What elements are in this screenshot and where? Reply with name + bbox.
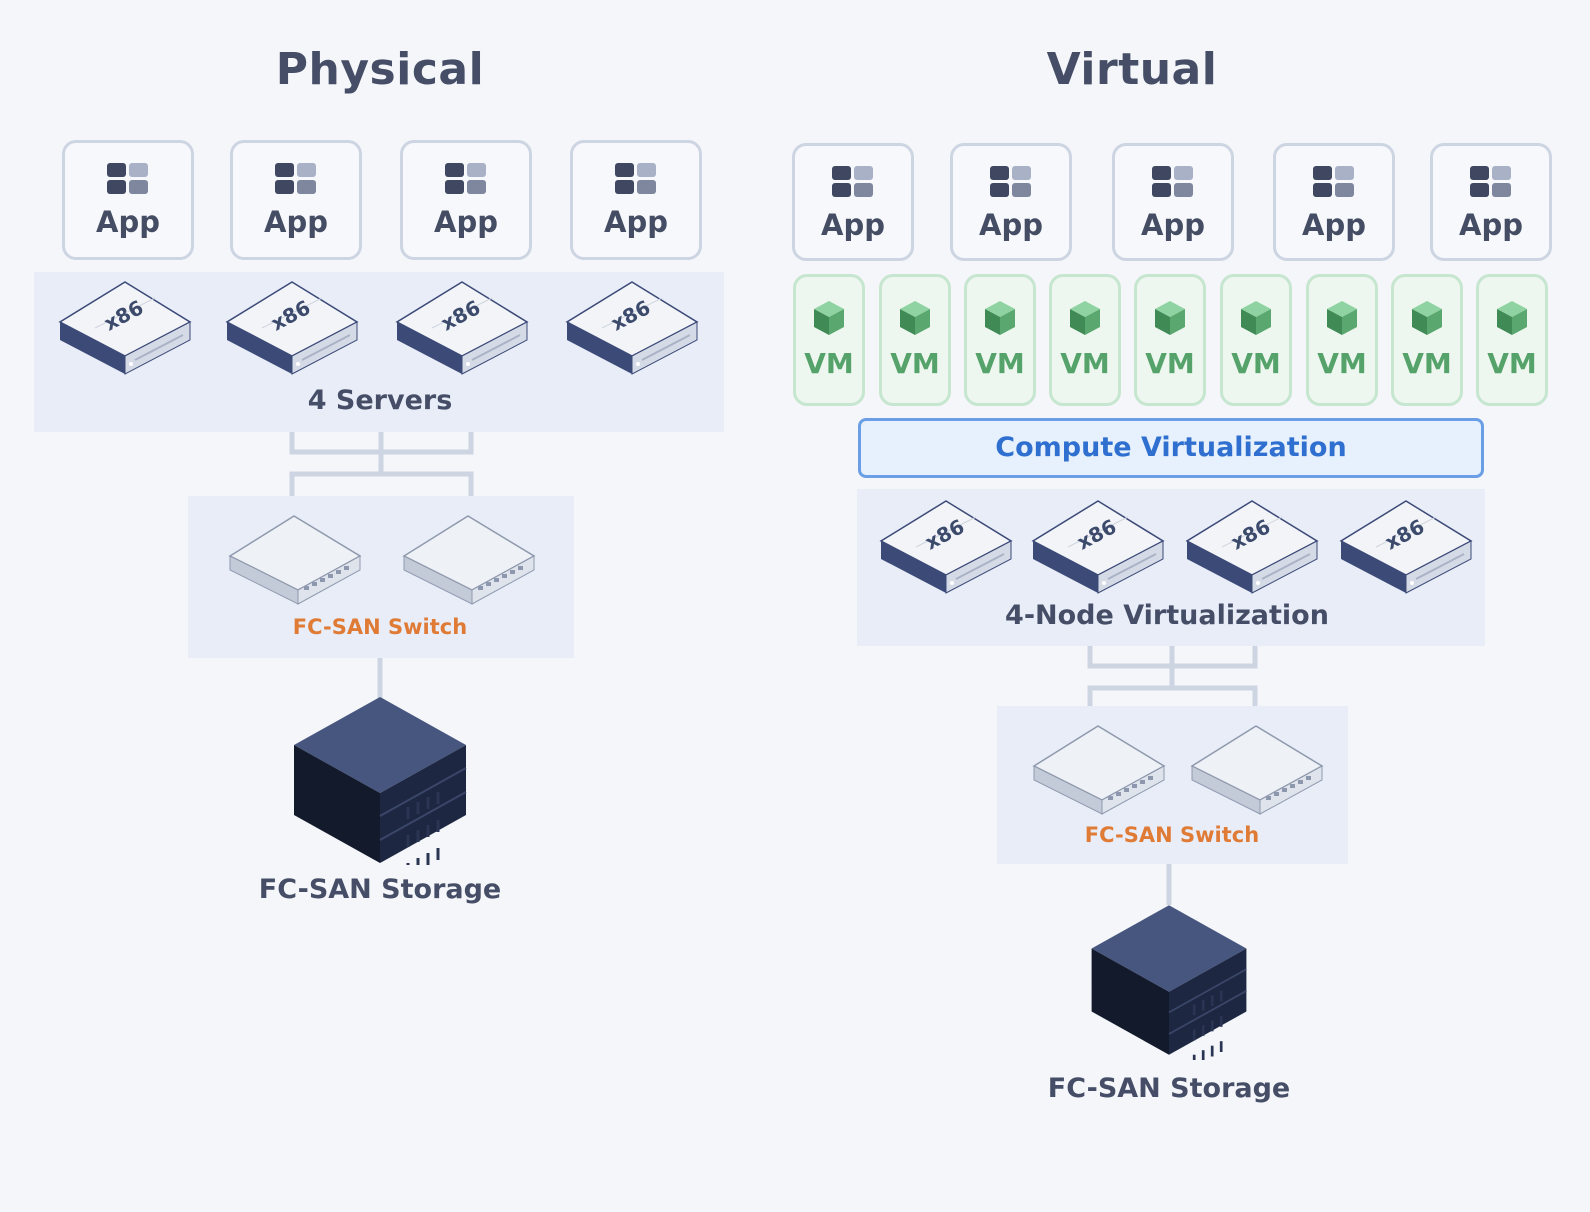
network-switch-icon	[402, 515, 536, 605]
app-label: App	[1141, 208, 1205, 242]
vm-box: VM	[793, 274, 865, 406]
app-grid-icon	[832, 166, 874, 198]
app-box: App	[792, 143, 914, 261]
vm-label: VM	[1231, 347, 1281, 380]
app-box: App	[1430, 143, 1552, 261]
x86-server-icon: x86	[565, 281, 699, 375]
network-switch-icon	[1032, 725, 1166, 815]
x86-server-icon: x86	[1031, 500, 1165, 594]
vm-label: VM	[890, 347, 940, 380]
virtual-title: Virtual	[1046, 44, 1218, 95]
x86-server-icon: x86	[225, 281, 359, 375]
app-grid-icon	[990, 166, 1032, 198]
app-label: App	[821, 208, 885, 242]
physical-switch-caption: FC-SAN Switch	[292, 615, 468, 639]
app-box: App	[400, 140, 532, 260]
app-box: App	[950, 143, 1072, 261]
virtual-switch-caption: FC-SAN Switch	[1084, 823, 1260, 847]
x86-server-icon: x86	[879, 500, 1013, 594]
vm-label: VM	[1317, 347, 1367, 380]
app-label: App	[979, 208, 1043, 242]
vm-box: VM	[1134, 274, 1206, 406]
app-label: App	[96, 205, 160, 239]
app-box: App	[1112, 143, 1234, 261]
compute-virtualization-bar: Compute Virtualization	[858, 418, 1484, 478]
nodes-caption: 4-Node Virtualization	[1005, 600, 1329, 631]
cube-icon	[814, 301, 844, 335]
vm-label: VM	[975, 347, 1025, 380]
virtual-storage-caption: FC-SAN Storage	[1047, 1073, 1291, 1104]
app-box: App	[62, 140, 194, 260]
app-grid-icon	[275, 163, 317, 195]
cube-icon	[985, 301, 1015, 335]
app-label: App	[1459, 208, 1523, 242]
x86-server-icon: x86	[1339, 500, 1473, 594]
app-label: App	[434, 205, 498, 239]
vm-box: VM	[1220, 274, 1292, 406]
app-grid-icon	[1470, 166, 1512, 198]
app-label: App	[1302, 208, 1366, 242]
app-box: App	[570, 140, 702, 260]
app-grid-icon	[1313, 166, 1355, 198]
cube-icon	[1241, 301, 1271, 335]
app-box: App	[230, 140, 362, 260]
x86-server-icon: x86	[1185, 500, 1319, 594]
cube-icon	[1155, 301, 1185, 335]
vm-box: VM	[1049, 274, 1121, 406]
app-box: App	[1273, 143, 1395, 261]
physical-title: Physical	[275, 44, 485, 95]
cube-icon	[1070, 301, 1100, 335]
cube-icon	[1327, 301, 1357, 335]
app-grid-icon	[1152, 166, 1194, 198]
storage-array-icon	[1091, 905, 1247, 1060]
cube-icon	[1412, 301, 1442, 335]
servers-caption: 4 Servers	[307, 385, 453, 416]
app-grid-icon	[615, 163, 657, 195]
x86-server-icon: x86	[395, 281, 529, 375]
cube-icon	[900, 301, 930, 335]
x86-server-icon: x86	[58, 281, 192, 375]
network-switch-icon	[228, 515, 362, 605]
network-switch-icon	[1190, 725, 1324, 815]
vm-box: VM	[964, 274, 1036, 406]
app-label: App	[264, 205, 328, 239]
vm-box: VM	[1391, 274, 1463, 406]
cube-icon	[1497, 301, 1527, 335]
app-grid-icon	[107, 163, 149, 195]
vm-label: VM	[1402, 347, 1452, 380]
physical-storage-caption: FC-SAN Storage	[258, 874, 502, 905]
vm-box: VM	[879, 274, 951, 406]
vm-box: VM	[1306, 274, 1378, 406]
app-grid-icon	[445, 163, 487, 195]
vm-label: VM	[1487, 347, 1537, 380]
storage-array-icon	[294, 697, 467, 865]
app-label: App	[604, 205, 668, 239]
vm-label: VM	[1145, 347, 1195, 380]
vm-label: VM	[1060, 347, 1110, 380]
vm-box: VM	[1476, 274, 1548, 406]
vm-label: VM	[804, 347, 854, 380]
